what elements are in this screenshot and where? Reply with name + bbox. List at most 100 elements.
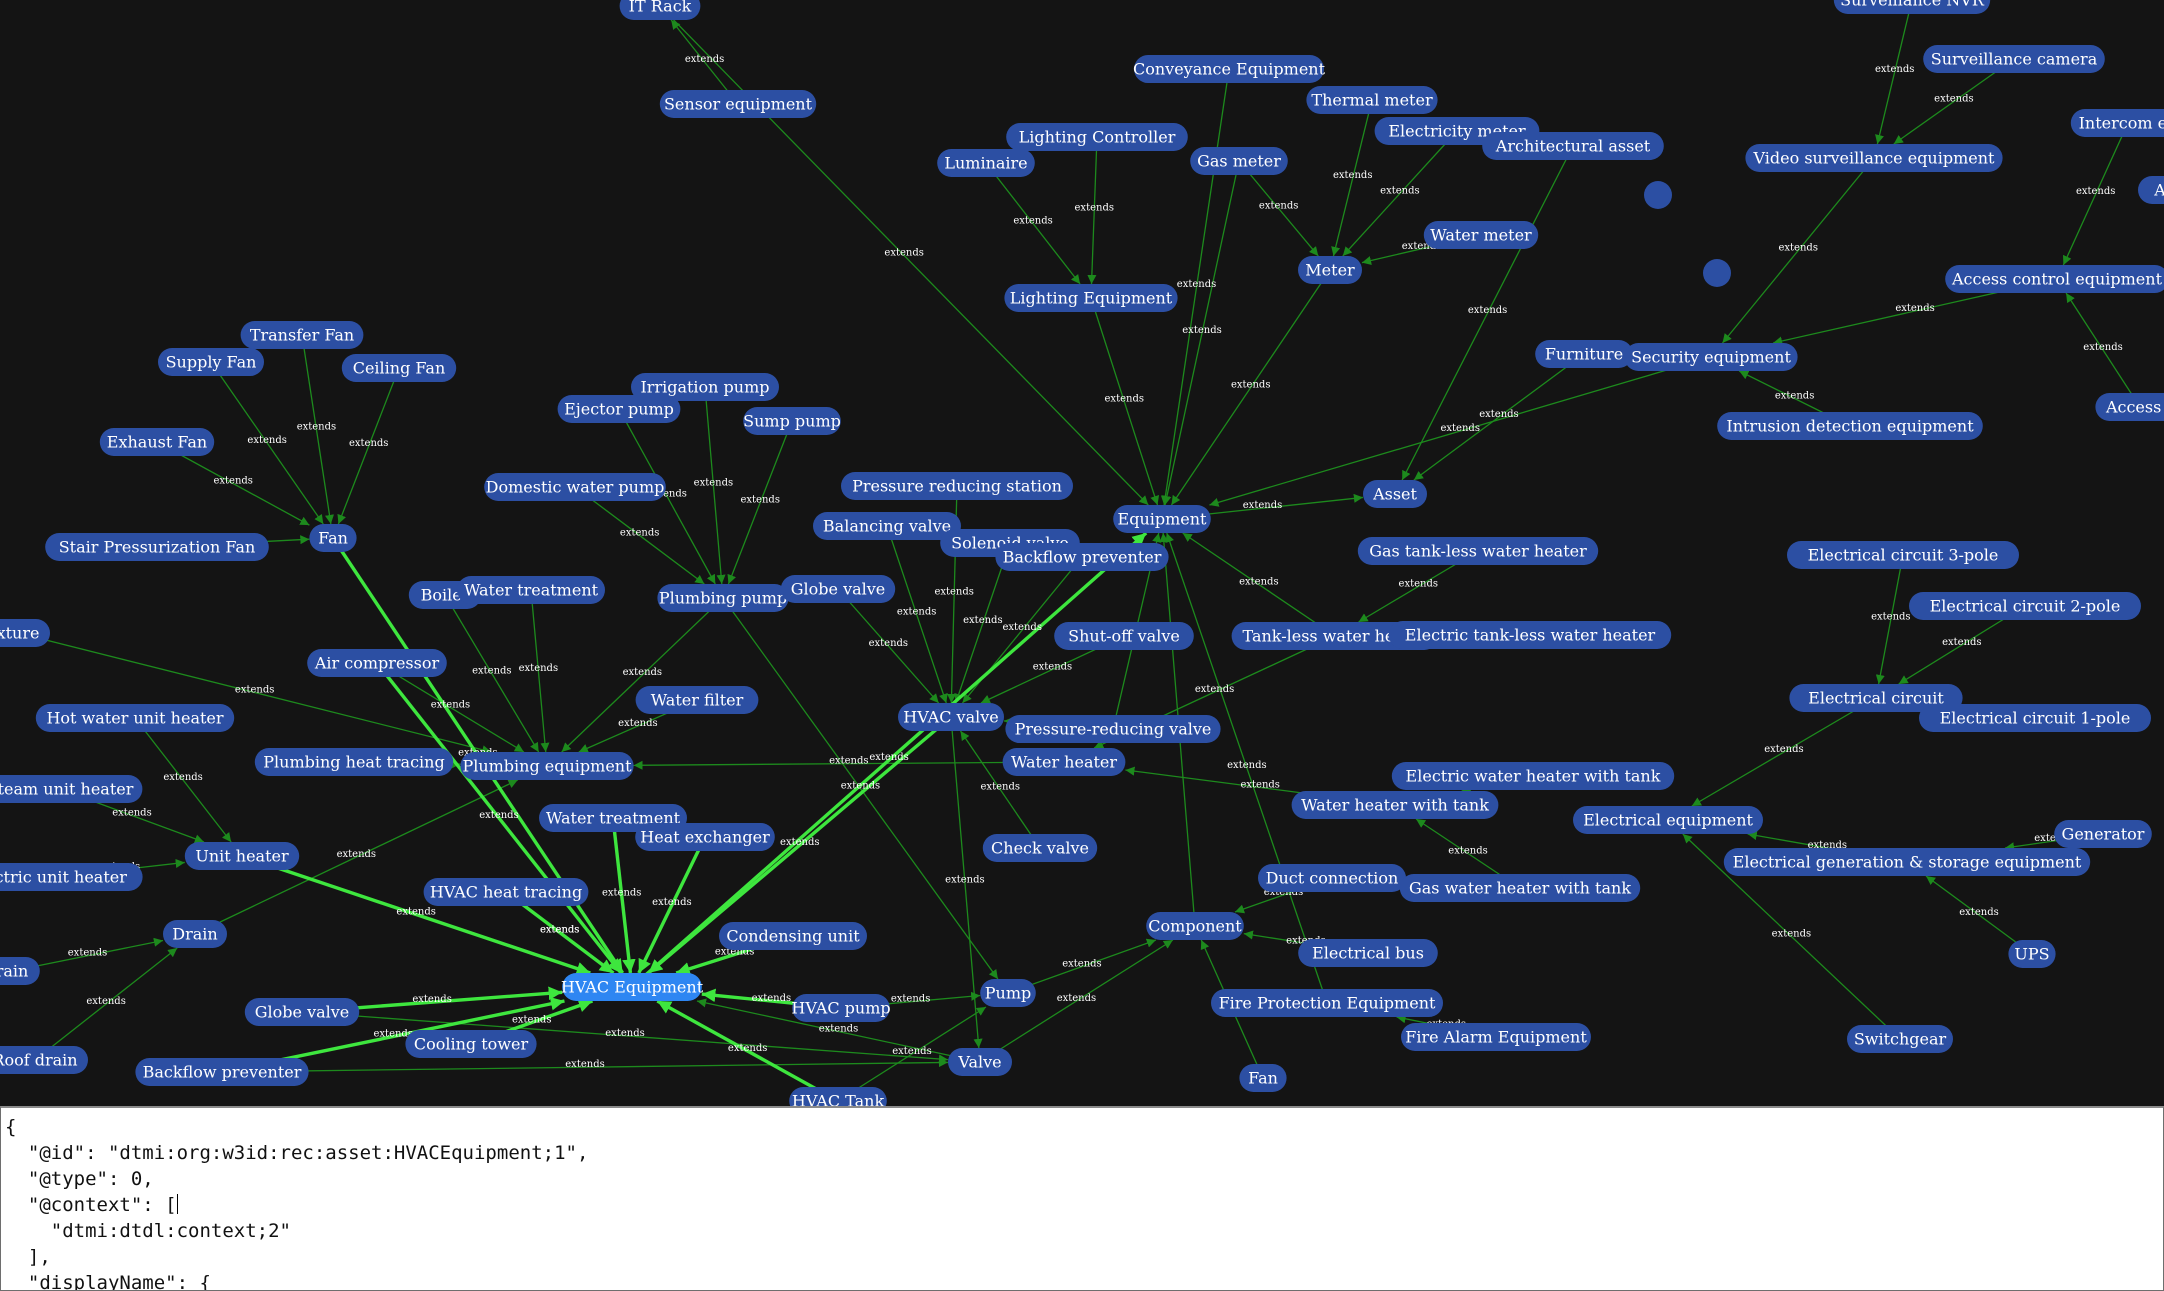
node-fixture[interactable]: xture	[0, 619, 50, 647]
node-condensing-unit[interactable]: Condensing unit	[719, 922, 867, 950]
node-access-r[interactable]: Access r	[2095, 393, 2164, 421]
node-water-treatment-1[interactable]: Water treatment	[457, 576, 605, 604]
node-backflow-preventer[interactable]: Backflow preventer	[995, 543, 1168, 571]
node-access-control[interactable]: Access control equipment	[1945, 265, 2164, 293]
edge-label: extends	[752, 993, 791, 1004]
node-pump[interactable]: Pump	[980, 979, 1036, 1007]
node-surveillance-camera[interactable]: Surveillance camera	[1923, 45, 2105, 73]
node-globe-valve-2[interactable]: Globe valve	[245, 998, 359, 1026]
node-elec-circuit-3[interactable]: Electrical circuit 3-pole	[1787, 541, 2019, 569]
node-security-equipment[interactable]: Security equipment	[1624, 343, 1797, 371]
node-thermal-meter[interactable]: Thermal meter	[1306, 86, 1437, 114]
node-duct-connection[interactable]: Duct connection	[1258, 864, 1406, 892]
node-fan-2[interactable]: Fan	[1239, 1064, 1286, 1092]
node-gas-meter[interactable]: Gas meter	[1190, 147, 1288, 175]
node-asset[interactable]: Asset	[1363, 480, 1427, 508]
node-gas-tankless[interactable]: Gas tank-less water heater	[1358, 537, 1598, 565]
node-stair-pressurization-fan[interactable]: Stair Pressurization Fan	[45, 533, 269, 561]
node-pressure-reducing-valve[interactable]: Pressure-reducing valve	[1005, 715, 1220, 743]
json-editor[interactable]: { "@id": "dtmi:org:w3id:rec:asset:HVACEq…	[0, 1106, 2164, 1291]
node-steam-unit-heater[interactable]: Steam unit heater	[0, 775, 142, 803]
edge-label: extends	[1013, 216, 1052, 227]
node-backflow-preventer-2[interactable]: Backflow preventer	[135, 1058, 308, 1086]
node-hvac-pump[interactable]: HVAC pump	[791, 994, 890, 1022]
node-hvac-equipment[interactable]: HVAC Equipment	[561, 973, 704, 1001]
node-sump-pump[interactable]: Sump pump	[743, 407, 841, 435]
node-hvac-valve[interactable]: HVAC valve	[898, 703, 1004, 731]
node-intrusion-detection[interactable]: Intrusion detection equipment	[1717, 412, 1983, 440]
node-drain[interactable]: Drain	[163, 920, 227, 948]
node-exhaust-fan[interactable]: Exhaust Fan	[100, 428, 214, 456]
node-hvac-tank[interactable]: HVAC Tank	[789, 1087, 887, 1106]
node-fire-alarm[interactable]: Fire Alarm Equipment	[1401, 1023, 1591, 1051]
node-plumbing-pump[interactable]: Plumbing pump	[657, 584, 788, 612]
node-elec-water-heater-tank[interactable]: Electric water heater with tank	[1392, 762, 1674, 790]
node-valve[interactable]: Valve	[948, 1048, 1012, 1076]
node-ceiling-fan[interactable]: Ceiling Fan	[342, 354, 456, 382]
node-rain[interactable]: rain	[0, 957, 40, 985]
node-electrical-equipment[interactable]: Electrical equipment	[1573, 806, 1763, 834]
json-code[interactable]: { "@id": "dtmi:org:w3id:rec:asset:HVACEq…	[1, 1108, 2163, 1291]
node-label: Backflow preventer	[1003, 548, 1162, 567]
node-ups[interactable]: UPS	[2008, 940, 2055, 968]
unlabeled-node-1[interactable]	[1644, 181, 1672, 209]
node-gas-water-heater-tank[interactable]: Gas water heater with tank	[1400, 874, 1640, 902]
node-elec-circuit-1[interactable]: Electrical circuit 1-pole	[1919, 704, 2151, 732]
node-lighting-controller[interactable]: Lighting Controller	[1006, 123, 1188, 151]
edge-label: extends	[247, 435, 286, 446]
dependency-graph[interactable]: extendsextendsextendsextendsextendsexten…	[0, 0, 2164, 1106]
node-generator[interactable]: Generator	[2054, 820, 2152, 848]
node-a-partial[interactable]: A	[2138, 176, 2164, 204]
node-water-heater-tank[interactable]: Water heater with tank	[1292, 791, 1499, 819]
node-it-rack[interactable]: IT Rack	[620, 0, 701, 20]
node-meter[interactable]: Meter	[1298, 256, 1362, 284]
node-water-heater[interactable]: Water heater	[1003, 748, 1126, 776]
node-plumbing-equipment[interactable]: Plumbing equipment	[460, 752, 633, 780]
node-plumbing-heat-tracing[interactable]: Plumbing heat tracing	[255, 748, 453, 776]
node-elec-tankless[interactable]: Electric tank-less water heater	[1389, 621, 1671, 649]
node-heat-exchanger[interactable]: Heat exchanger	[635, 823, 775, 851]
node-electrical-bus[interactable]: Electrical bus	[1298, 939, 1438, 967]
code-line: "@type": 0,	[5, 1166, 2159, 1192]
node-pressure-reducing-station[interactable]: Pressure reducing station	[841, 472, 1073, 500]
node-label: Thermal meter	[1311, 91, 1433, 110]
node-furniture[interactable]: Furniture	[1535, 340, 1633, 368]
node-check-valve[interactable]: Check valve	[983, 834, 1097, 862]
node-elec-circuit-2[interactable]: Electrical circuit 2-pole	[1909, 592, 2141, 620]
node-conveyance-equipment[interactable]: Conveyance Equipment	[1133, 55, 1326, 83]
edge-label: extends	[869, 638, 908, 649]
node-ejector-pump[interactable]: Ejector pump	[558, 395, 681, 423]
node-surveillance-nvr[interactable]: Surveillance NVR	[1834, 0, 1990, 14]
node-electric-unit-heater[interactable]: ectric unit heater	[0, 863, 143, 891]
node-video-surveillance[interactable]: Video surveillance equipment	[1745, 144, 2002, 172]
node-switchgear[interactable]: Switchgear	[1847, 1025, 1953, 1053]
node-fan[interactable]: Fan	[309, 524, 356, 552]
node-elec-gen-storage[interactable]: Electrical generation & storage equipmen…	[1724, 848, 2090, 876]
node-architectural-asset[interactable]: Architectural asset	[1482, 132, 1664, 160]
node-air-compressor[interactable]: Air compressor	[307, 649, 447, 677]
node-balancing-valve[interactable]: Balancing valve	[813, 512, 961, 540]
node-equipment[interactable]: Equipment	[1113, 505, 1211, 533]
edge-label: extends	[891, 994, 930, 1005]
node-sensor-equipment[interactable]: Sensor equipment	[660, 90, 816, 118]
node-unit-heater[interactable]: Unit heater	[185, 842, 299, 870]
node-domestic-water-pump[interactable]: Domestic water pump	[484, 473, 666, 501]
node-luminaire[interactable]: Luminaire	[937, 149, 1035, 177]
node-cooling-tower[interactable]: Cooling tower	[405, 1030, 536, 1058]
unlabeled-node-2[interactable]	[1703, 259, 1731, 287]
node-water-filter[interactable]: Water filter	[636, 686, 759, 714]
node-shutoff-valve[interactable]: Shut-off valve	[1054, 622, 1194, 650]
node-globe-valve-1[interactable]: Globe valve	[781, 575, 895, 603]
node-water-meter[interactable]: Water meter	[1424, 221, 1538, 249]
node-intercom[interactable]: Intercom en	[2071, 109, 2164, 137]
node-hvac-heat-tracing[interactable]: HVAC heat tracing	[424, 878, 589, 906]
node-transfer-fan[interactable]: Transfer Fan	[241, 321, 364, 349]
node-roof-drain[interactable]: Roof drain	[0, 1046, 88, 1074]
node-hot-water-unit-heater[interactable]: Hot water unit heater	[36, 704, 234, 732]
node-component[interactable]: Component	[1146, 912, 1244, 940]
node-fire-protection[interactable]: Fire Protection Equipment	[1211, 989, 1443, 1017]
node-label: UPS	[2014, 945, 2049, 964]
node-supply-fan[interactable]: Supply Fan	[158, 348, 264, 376]
node-lighting-equipment[interactable]: Lighting Equipment	[1004, 284, 1177, 312]
